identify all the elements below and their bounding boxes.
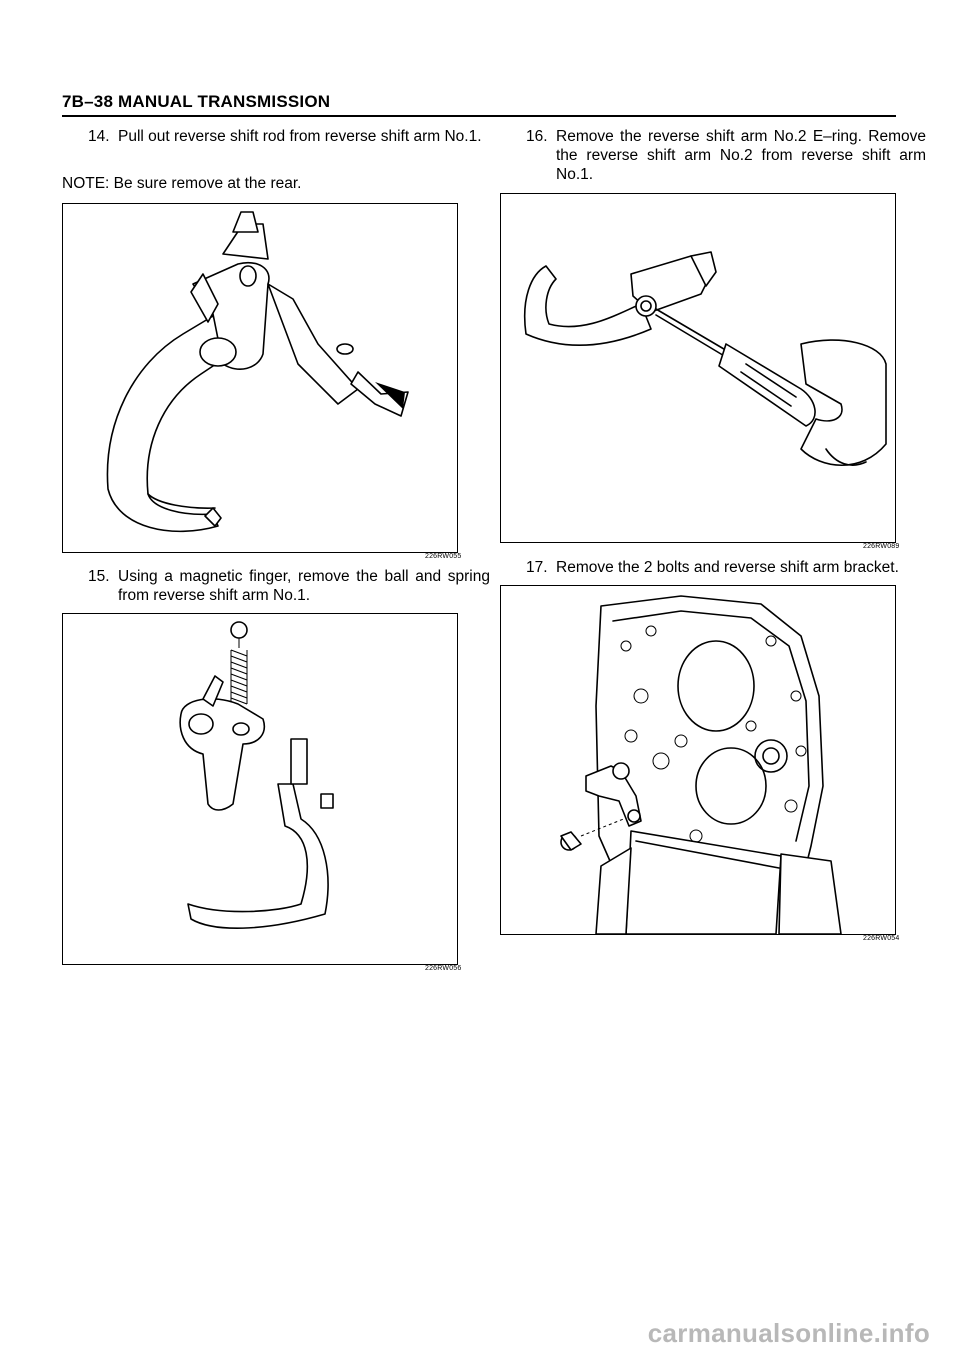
step-15: 15. Using a magnetic finger, remove the b… xyxy=(88,567,490,605)
step-text: Remove the reverse shift arm No.2 E–ring… xyxy=(556,128,926,183)
page-header: 7B–38 MANUAL TRANSMISSION xyxy=(62,92,331,111)
step-text: Remove the 2 bolts and reverse shift arm… xyxy=(556,559,899,576)
figure-code: 226RW089 xyxy=(863,543,900,550)
step-text: Pull out reverse shift rod from reverse … xyxy=(118,128,482,145)
step-number: 16. xyxy=(526,128,548,145)
figure-code: 226RW055 xyxy=(425,553,462,560)
step-text: Using a magnetic finger, remove the ball… xyxy=(118,568,490,604)
figure-code: 226RW056 xyxy=(425,965,462,972)
figure-ball-and-spring xyxy=(62,613,458,965)
figure-shift-arm-bracket xyxy=(500,585,896,935)
figure-reverse-shift-rod xyxy=(62,203,458,553)
step-17: 17. Remove the 2 bolts and reverse shift … xyxy=(526,558,928,577)
step-number: 15. xyxy=(88,568,110,585)
step-number: 14. xyxy=(88,128,110,145)
bracket-illustration xyxy=(560,595,842,934)
header-rule xyxy=(62,115,896,117)
shift-arm-rod-illustration xyxy=(106,211,409,533)
step-14: 14. Pull out reverse shift rod from rever… xyxy=(88,127,490,146)
figure-e-ring-removal xyxy=(500,193,896,543)
watermark: carmanualsonline.info xyxy=(647,1318,930,1348)
note-text: NOTE: Be sure remove at the rear. xyxy=(62,175,302,192)
e-ring-illustration xyxy=(523,251,887,466)
step-16: 16. Remove the reverse shift arm No.2 E–r… xyxy=(526,127,926,184)
ball-spring-illustration xyxy=(179,621,334,929)
figure-code: 226RW054 xyxy=(863,935,900,942)
step-number: 17. xyxy=(526,559,548,576)
